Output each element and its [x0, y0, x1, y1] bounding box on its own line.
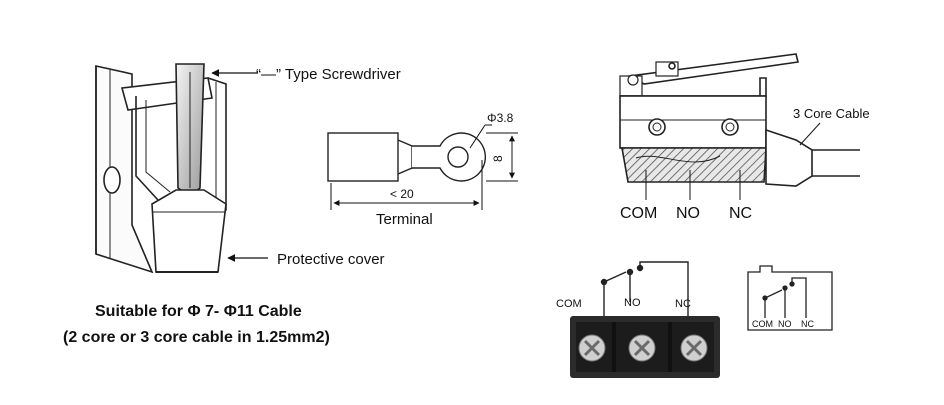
block-no-label: NO	[624, 297, 641, 309]
hole-dimension: Φ3.8	[487, 111, 514, 125]
small-com-label: COM	[752, 319, 773, 329]
terminal-dimensions	[330, 124, 518, 210]
small-nc-label: NC	[801, 319, 814, 329]
switch-no-label: NO	[676, 205, 700, 222]
switch-com-label: COM	[620, 205, 657, 222]
block-com-label: COM	[556, 298, 582, 310]
cable-pointer	[799, 122, 821, 146]
wiring-schematic	[600, 261, 689, 318]
cable-note-text: (2 core or 3 core cable in 1.25mm2)	[63, 329, 330, 346]
cover-illustration	[95, 63, 227, 274]
small-switch-schematic	[747, 265, 833, 331]
lead-lines	[645, 170, 741, 200]
switch-nc-label: NC	[729, 205, 752, 222]
block-nc-label: NC	[675, 298, 691, 310]
protective-cover-label: Protective cover	[277, 251, 385, 268]
screwdriver-label: “—” Type Screwdriver	[256, 66, 401, 83]
micro-switch	[619, 53, 860, 187]
terminal-block	[570, 316, 720, 378]
width-dimension: 8	[491, 155, 505, 162]
cable-label: 3 Core Cable	[793, 106, 870, 121]
terminal-caption: Terminal	[376, 211, 433, 228]
ring-terminal	[327, 132, 487, 182]
cable-suitability-text: Suitable for Φ 7- Φ11 Cable	[95, 303, 302, 320]
small-no-label: NO	[778, 319, 792, 329]
length-dimension: < 20	[390, 187, 414, 201]
